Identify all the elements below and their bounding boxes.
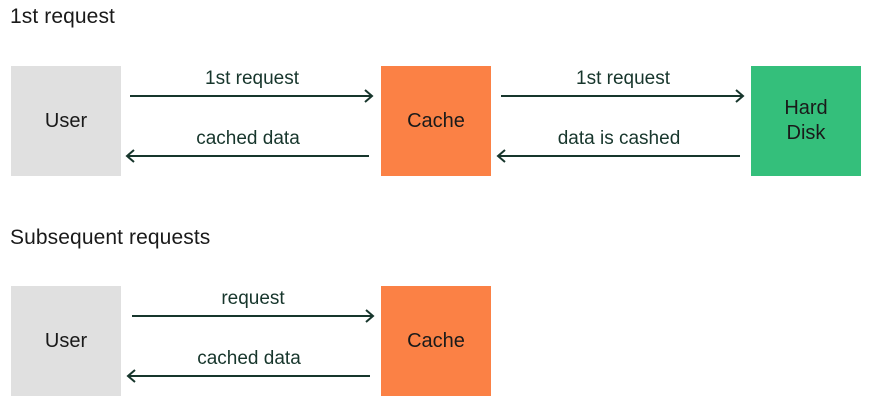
- cache-node-label: Cache: [407, 109, 465, 132]
- arrow-user-to-cache: [130, 89, 374, 103]
- hard-disk-node: Hard Disk: [751, 66, 861, 176]
- hard-disk-label-line-1: Hard: [784, 97, 828, 119]
- edge-label-disk-to-cache: data is cashed: [557, 128, 681, 149]
- cache-node-subsequent-label: Cache: [407, 329, 465, 352]
- user-node-label: User: [44, 109, 88, 132]
- arrow-user-to-cache-subsequent: [132, 309, 375, 323]
- edge-label-cache-to-disk: 1st request: [576, 68, 670, 89]
- edge-label-cached-data-subsequent: cached data: [197, 348, 301, 369]
- user-node: User: [11, 66, 121, 176]
- edge-label-user-to-cache: 1st request: [205, 68, 299, 89]
- section-title-subsequent-requests: Subsequent requests: [10, 226, 211, 249]
- user-node-subsequent: User: [11, 286, 121, 396]
- edge-label-request: request: [221, 288, 285, 309]
- cache-node: Cache: [381, 66, 491, 176]
- arrow-cache-to-user-subsequent: [126, 369, 370, 383]
- arrow-cache-to-user: [125, 149, 369, 163]
- hard-disk-label-line-2: Disk: [786, 122, 826, 144]
- user-node-subsequent-label: User: [44, 329, 88, 352]
- arrow-disk-to-cache: [496, 149, 740, 163]
- arrow-cache-to-disk: [501, 89, 745, 103]
- cache-node-subsequent: Cache: [381, 286, 491, 396]
- section-title-first-request: 1st request: [10, 5, 115, 28]
- edge-label-cache-to-user: cached data: [196, 128, 300, 149]
